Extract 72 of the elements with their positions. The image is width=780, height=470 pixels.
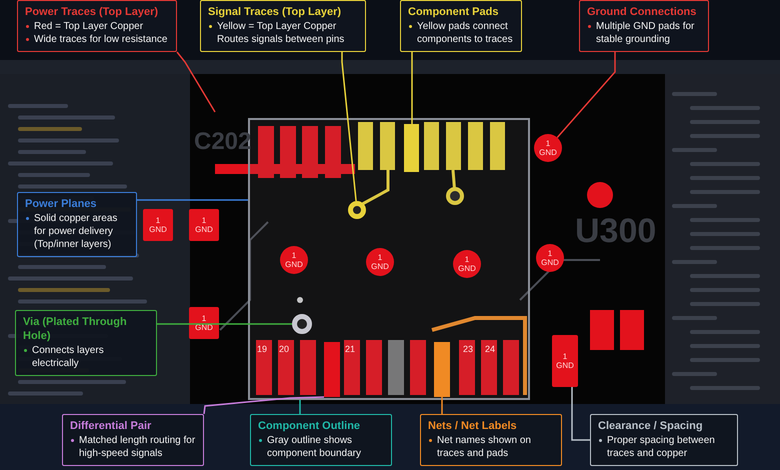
net-name: GND bbox=[556, 361, 574, 370]
net-name: GND bbox=[195, 225, 213, 234]
leader-line bbox=[441, 397, 443, 414]
callout-text: Matched length routing for high-speed signals bbox=[70, 434, 196, 460]
copper-pad bbox=[189, 209, 219, 241]
callout-box bbox=[590, 414, 738, 466]
net-name: GND bbox=[195, 323, 213, 332]
callout-text: Yellow pads connect components to traces bbox=[408, 20, 514, 46]
pad-number: 1 bbox=[202, 314, 206, 323]
copper-pad bbox=[189, 307, 219, 339]
net-name: GND bbox=[541, 258, 559, 267]
callout-box bbox=[400, 0, 522, 52]
callout-text: Yellow = Top Layer Copper Routes signals between pins bbox=[208, 20, 358, 46]
pad-number: 1 bbox=[464, 255, 470, 264]
component-pad bbox=[434, 342, 450, 397]
pin-number: 19 bbox=[257, 344, 268, 354]
callout-text: Multiple GND pads for stable grounding bbox=[587, 20, 701, 46]
copper-pad bbox=[143, 209, 173, 241]
callout-title: Signal Traces (Top Layer) bbox=[208, 5, 342, 19]
callout-text: Net names shown on traces and pads bbox=[428, 434, 554, 460]
pad-number: 1 bbox=[562, 352, 568, 361]
callout-text: Connects layers electrically bbox=[23, 344, 149, 370]
pin-number: 20 bbox=[279, 344, 290, 354]
callout-title: Nets / Net Labels bbox=[428, 419, 518, 433]
designator: U300 bbox=[575, 212, 656, 251]
callout-text: Wide traces for low resistance bbox=[25, 33, 169, 46]
callout-title: Differential Pair bbox=[70, 419, 152, 433]
copper-pad bbox=[552, 335, 578, 387]
leader-line bbox=[299, 400, 301, 414]
leader-line bbox=[137, 199, 248, 201]
callout-title: Via (Plated Through Hole) bbox=[23, 315, 128, 343]
pad-number: 1 bbox=[202, 216, 206, 225]
pad-number: 1 bbox=[292, 251, 296, 260]
callout-box bbox=[579, 0, 709, 52]
callout-box bbox=[15, 310, 157, 376]
leader-line bbox=[571, 387, 590, 441]
callout-title: Component Outline bbox=[258, 419, 362, 433]
callout-title: Ground Connections bbox=[587, 5, 698, 19]
net-name: GND bbox=[539, 148, 557, 157]
leader-line bbox=[556, 52, 616, 138]
leader-line bbox=[203, 396, 324, 414]
pin-number: 21 bbox=[345, 344, 356, 354]
callout-title: Component Pads bbox=[408, 5, 500, 19]
component-pad bbox=[324, 342, 340, 397]
callout-title: Clearance / Spacing bbox=[598, 419, 704, 433]
leader-line bbox=[157, 323, 292, 325]
leader-line bbox=[411, 52, 413, 124]
callout-box bbox=[17, 0, 177, 52]
net-name: GND bbox=[285, 260, 303, 269]
net-name: GND bbox=[149, 225, 167, 234]
pad-number: 1 bbox=[378, 253, 382, 262]
net-name: GND bbox=[371, 262, 389, 271]
leader-line bbox=[176, 52, 216, 112]
callout-box bbox=[17, 192, 137, 257]
callout-box bbox=[250, 414, 392, 466]
callout-box bbox=[62, 414, 204, 466]
callout-box bbox=[420, 414, 562, 466]
callout-text: Solid copper areas for power delivery (Top/inner layers) bbox=[25, 212, 129, 251]
net-name: GND bbox=[458, 264, 476, 273]
callout-box bbox=[200, 0, 366, 52]
callout-title: Power Traces (Top Layer) bbox=[25, 5, 160, 19]
pin-number: 24 bbox=[485, 344, 496, 354]
callout-text: Proper spacing between traces and copper bbox=[598, 434, 730, 460]
pad-number: 1 bbox=[156, 216, 160, 225]
callout-text: Gray outline shows component boundary bbox=[258, 434, 384, 460]
pad-number: 1 bbox=[546, 139, 550, 148]
callout-title: Power Planes bbox=[25, 197, 98, 211]
component-pad bbox=[404, 124, 419, 172]
callout-text: Red = Top Layer Copper bbox=[25, 20, 169, 33]
leader-line bbox=[341, 52, 357, 202]
pad-number: 1 bbox=[548, 249, 552, 258]
pin-number: 23 bbox=[463, 344, 474, 354]
